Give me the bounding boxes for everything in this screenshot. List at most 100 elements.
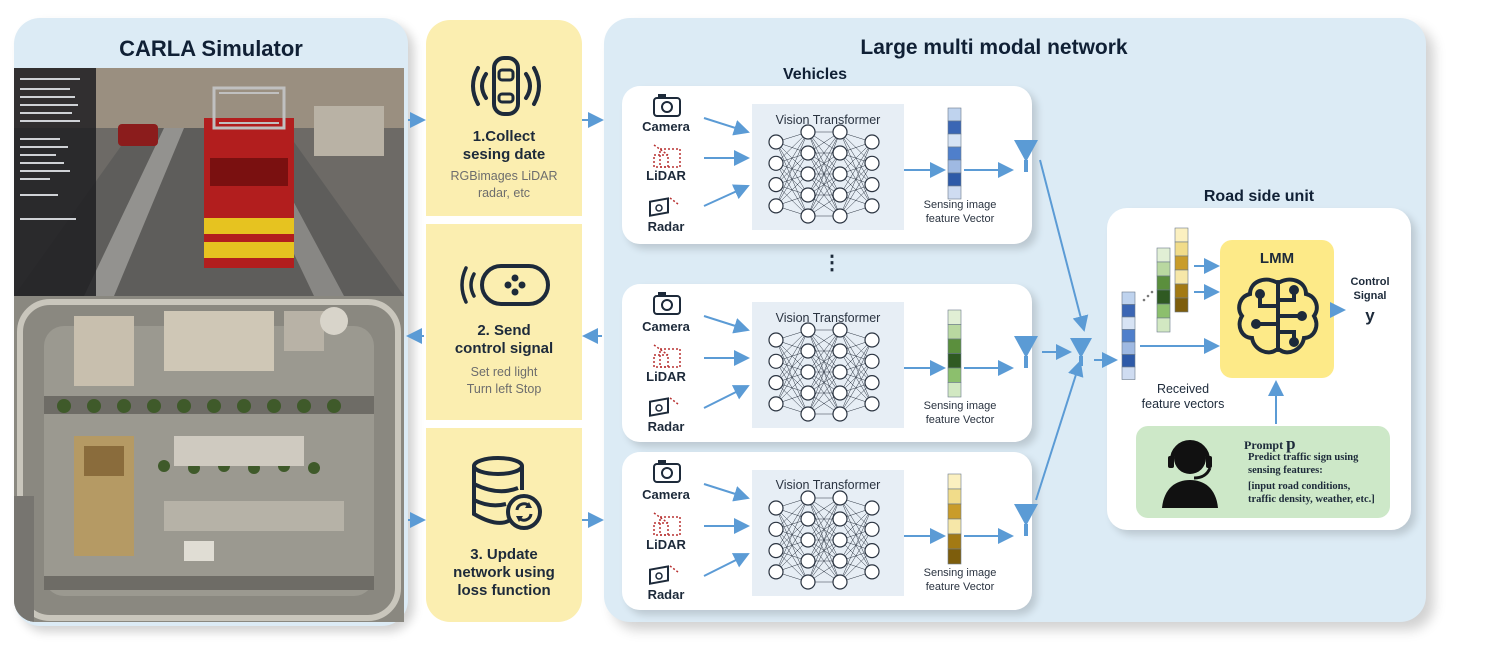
vector-cell [1174, 269, 1189, 285]
map-scene [14, 296, 404, 622]
sensing-label-2a: Sensing image [923, 400, 997, 412]
vector-cell [1174, 227, 1189, 243]
nn-node [864, 198, 880, 214]
nn-node [832, 343, 848, 359]
controller-signal-icon [460, 264, 550, 306]
vector-cell [947, 473, 962, 490]
vector-cell [947, 185, 962, 200]
nn-node [768, 521, 784, 537]
nn-node [832, 385, 848, 401]
carla-title: CARLA Simulator [119, 36, 303, 61]
nn-node [800, 511, 816, 527]
received-vector-gold [1174, 227, 1189, 313]
vector-cell [1121, 304, 1136, 318]
vision-transformer-label-3: Vision Transformer [775, 478, 881, 492]
sensing-label-2b: feature Vector [925, 414, 995, 426]
step-update-title-1: 3. Update [470, 546, 538, 563]
sensor-icons [649, 94, 681, 585]
vehicles-ellipsis: ⋮ [822, 252, 842, 274]
prompt-title: Prompt p [1244, 434, 1364, 454]
nn-node [768, 396, 784, 412]
nn-node [832, 145, 848, 161]
vector-cell [947, 172, 962, 187]
nn-node [832, 166, 848, 182]
nn-node [800, 406, 816, 422]
rsu-title: Road side unit [1203, 188, 1315, 205]
network-title: Large multi modal network [860, 36, 1128, 59]
vector-cell [1174, 241, 1189, 257]
step-collect-title-2: sesing date [462, 146, 546, 163]
vector-cell [947, 503, 962, 520]
vector-cell [947, 159, 962, 174]
nn-node [864, 521, 880, 537]
radar-icon [649, 565, 679, 585]
vector-cell [1174, 255, 1189, 271]
nn-node [864, 542, 880, 559]
nn-node [832, 187, 848, 203]
vector-cell [947, 133, 962, 148]
nn-node [832, 406, 848, 422]
step-send-sub-2: Turn left Stop [466, 382, 542, 396]
vector-cell [1121, 366, 1136, 380]
nn-node [768, 375, 784, 391]
nn-node [864, 396, 880, 412]
prompt-line-2: sensing features: [1248, 465, 1323, 476]
nn-node [832, 124, 848, 140]
vector-cell [1174, 297, 1189, 313]
step-update: 3. Update network using loss function [426, 428, 582, 622]
nn-node [800, 574, 816, 590]
nn-node [800, 145, 816, 161]
nn-node [800, 532, 816, 548]
prompt-var: p [1286, 434, 1296, 453]
nn-node [864, 500, 880, 516]
nn-node [800, 364, 816, 380]
nn-node [800, 208, 816, 224]
neural-network-3 [768, 490, 880, 590]
feature-vector-gold [947, 473, 962, 565]
flow-arrows [406, 112, 1346, 577]
vector-cell [947, 533, 962, 550]
neural-network-2 [768, 322, 880, 422]
vector-cell [1156, 247, 1171, 263]
prompt-line-1: Predict traffic sign using [1248, 452, 1359, 463]
vector-cell [1121, 341, 1136, 355]
antenna-icons [1014, 140, 1092, 536]
brain-circuit-icon [1237, 277, 1319, 355]
step-send-title-1: 2. Send [477, 322, 531, 339]
control-signal-label-2: Signal [1353, 290, 1387, 302]
nn-node [832, 208, 848, 224]
vector-cell [947, 107, 962, 122]
neural-network-1 [768, 124, 880, 224]
sensing-label-1a: Sensing image [923, 199, 997, 211]
received-label-2: feature vectors [1141, 397, 1225, 411]
nn-node [864, 375, 880, 391]
vector-cell [1156, 317, 1171, 333]
received-label-1: Received [1156, 382, 1210, 396]
step-collect: 1.Collect sesing date RGBimages LiDAR ra… [426, 20, 582, 216]
simulator-view [14, 68, 404, 296]
nn-node [800, 490, 816, 506]
vector-cell [1121, 329, 1136, 343]
vector-cell [947, 353, 962, 369]
nn-node [800, 385, 816, 401]
steps-column: 1.Collect sesing date RGBimages LiDAR ra… [426, 20, 582, 622]
nn-node [864, 564, 880, 580]
received-vector-blue [1121, 291, 1136, 380]
sensing-label-3b: feature Vector [925, 581, 995, 593]
radar-icon [649, 397, 679, 417]
lidar-icon [653, 344, 681, 368]
vector-cell [1156, 275, 1171, 291]
sensor-radar-label-3: Radar [647, 587, 685, 602]
vector-cell [1156, 289, 1171, 305]
nn-node [800, 343, 816, 359]
lidar-icon [653, 512, 681, 536]
sensor-radar-label-2: Radar [647, 419, 685, 434]
step-collect-sub-2: radar, etc [477, 186, 531, 200]
vector-cell [1156, 303, 1171, 319]
vector-cell [947, 518, 962, 535]
nn-node [800, 322, 816, 338]
prompt-line-4: traffic density, weather, etc.] [1248, 494, 1375, 505]
received-vector-dots [1142, 290, 1154, 302]
nn-node [768, 500, 784, 516]
